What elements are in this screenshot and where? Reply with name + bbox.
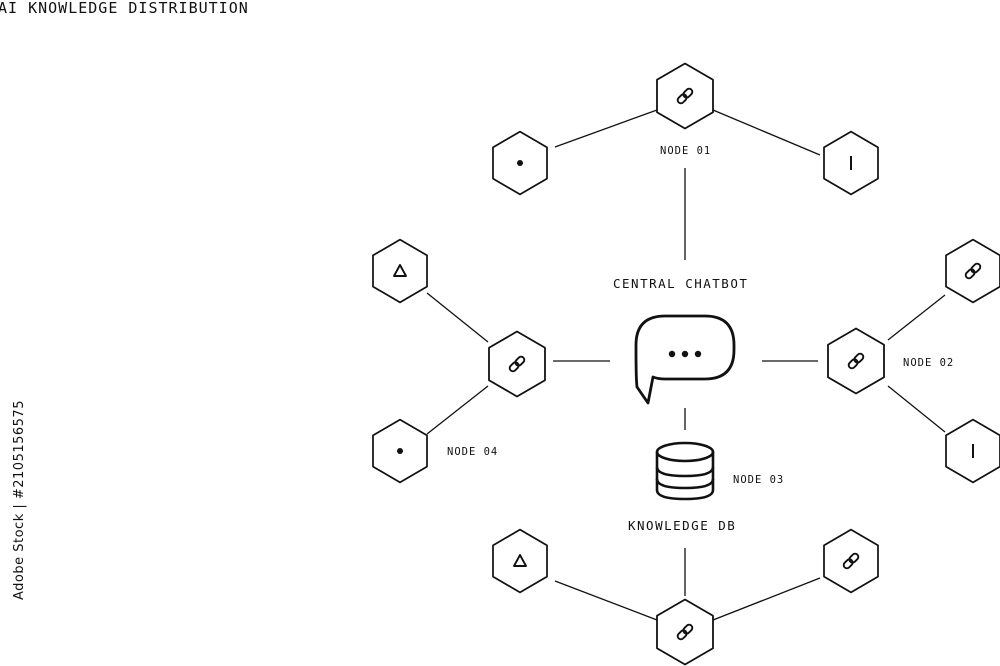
satellite-bottom-center bbox=[656, 598, 714, 666]
dot-icon bbox=[397, 448, 403, 454]
node-02 bbox=[827, 327, 885, 395]
satellite-left-bottom bbox=[372, 418, 428, 484]
satellite-right-bottom bbox=[945, 418, 1000, 484]
triangle-icon bbox=[513, 554, 527, 567]
knowledge-db-label: KNOWLEDGE DB bbox=[628, 518, 736, 533]
database-icon bbox=[655, 441, 715, 501]
chat-bubble-icon bbox=[634, 314, 736, 405]
satellite-top-left bbox=[492, 130, 548, 196]
watermark-text: Adobe Stock | #2105156575 bbox=[12, 400, 27, 600]
dot-icon bbox=[517, 160, 523, 166]
satellite-right-top bbox=[945, 238, 1000, 304]
node-02-label: NODE 02 bbox=[903, 357, 954, 369]
central-chatbot-label: CENTRAL CHATBOT bbox=[613, 276, 748, 291]
node-04-label: NODE 04 bbox=[447, 446, 498, 458]
satellite-bottom-right bbox=[823, 528, 879, 594]
satellite-bottom-left bbox=[492, 528, 548, 594]
connection-lines bbox=[426, 109, 946, 621]
node-04 bbox=[488, 330, 546, 398]
node-03-label: NODE 03 bbox=[733, 474, 784, 486]
satellite-top-right bbox=[823, 130, 879, 196]
diagram-title: AI KNOWLEDGE DISTRIBUTION bbox=[0, 0, 249, 17]
node-01-label: NODE 01 bbox=[660, 145, 711, 157]
node-01 bbox=[656, 62, 714, 130]
satellite-left-top bbox=[372, 238, 428, 304]
triangle-icon bbox=[393, 264, 407, 277]
